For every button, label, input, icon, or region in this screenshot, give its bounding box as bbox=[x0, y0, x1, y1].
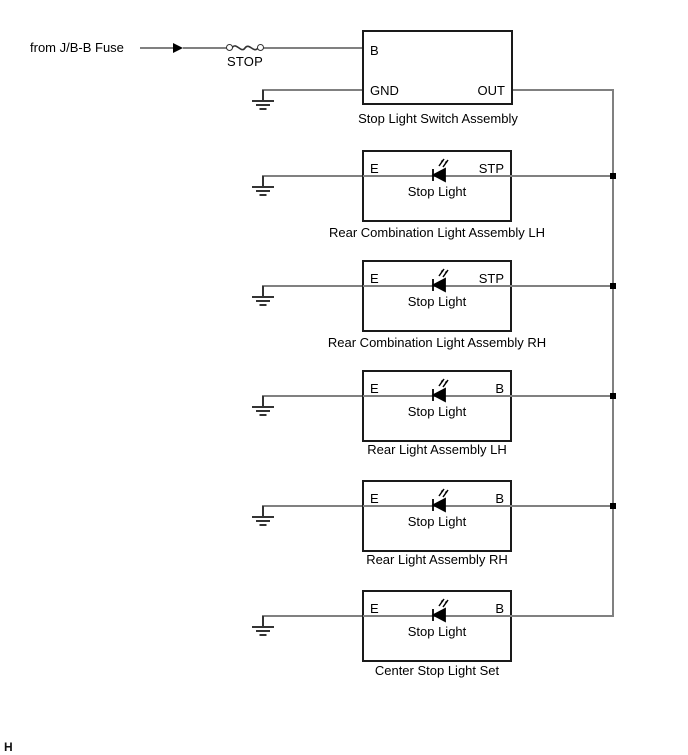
arrow-right-icon bbox=[173, 43, 183, 53]
ground-bar-3 bbox=[259, 304, 267, 306]
ground-bar-2 bbox=[256, 520, 270, 522]
ground-icon-4 bbox=[252, 506, 274, 528]
wire-switch-gnd bbox=[262, 89, 363, 91]
ground-icon-5 bbox=[252, 616, 274, 638]
terminal-b: B bbox=[370, 43, 379, 58]
wire-e-ground-3 bbox=[262, 395, 363, 397]
ground-icon-1 bbox=[252, 176, 274, 198]
wire-b-to-bus-5 bbox=[512, 615, 614, 617]
terminal-gnd: GND bbox=[370, 83, 399, 98]
block-rear-light-assembly-rh[interactable]: E B bbox=[362, 480, 512, 552]
ground-bar-1 bbox=[252, 296, 274, 298]
wire-arrow-to-fuse bbox=[183, 47, 228, 49]
block-center-stop-light-set[interactable]: E B bbox=[362, 590, 512, 662]
ground-bar-3 bbox=[259, 524, 267, 526]
part-name-1: Stop Light bbox=[407, 184, 467, 199]
led-diode-icon-2 bbox=[424, 265, 454, 300]
ground-bar-2 bbox=[256, 630, 270, 632]
part-name-5: Stop Light bbox=[407, 624, 467, 639]
caption-rear-light-assembly-rh: Rear Light Assembly RH bbox=[366, 552, 508, 567]
terminal-e: E bbox=[370, 271, 379, 286]
ground-bar-2 bbox=[256, 190, 270, 192]
terminal-stp: STP bbox=[478, 271, 504, 286]
ground-icon-switch bbox=[252, 90, 274, 112]
junction-dot-icon-4 bbox=[610, 503, 616, 509]
caption-rear-combination-light-assembly-lh: Rear Combination Light Assembly LH bbox=[328, 225, 546, 240]
wire-stp-to-bus-1 bbox=[512, 175, 614, 177]
ground-icon-3 bbox=[252, 396, 274, 418]
block-rear-combination-light-assembly-rh[interactable]: E STP bbox=[362, 260, 512, 332]
terminal-b: B bbox=[495, 601, 504, 616]
page-corner-mark: H bbox=[4, 740, 13, 754]
terminal-e: E bbox=[370, 381, 379, 396]
terminal-b: B bbox=[495, 491, 504, 506]
wire-fuse-to-switch-b bbox=[262, 47, 363, 49]
ground-bar-1 bbox=[252, 406, 274, 408]
caption-stop-light-switch-assembly: Stop Light Switch Assembly bbox=[358, 111, 518, 126]
junction-dot-icon-3 bbox=[610, 393, 616, 399]
part-name-3: Stop Light bbox=[407, 404, 467, 419]
terminal-e: E bbox=[370, 491, 379, 506]
block-rear-combination-light-assembly-lh[interactable]: E STP bbox=[362, 150, 512, 222]
part-name-2: Stop Light bbox=[407, 294, 467, 309]
ground-stem bbox=[262, 506, 264, 516]
bus-vertical-main bbox=[612, 89, 614, 617]
terminal-b: B bbox=[495, 381, 504, 396]
ground-bar-2 bbox=[256, 410, 270, 412]
caption-rear-combination-light-assembly-rh: Rear Combination Light Assembly RH bbox=[327, 335, 547, 350]
wire-b-to-bus-4 bbox=[512, 505, 614, 507]
terminal-e: E bbox=[370, 161, 379, 176]
ground-bar-1 bbox=[252, 626, 274, 628]
junction-dot-icon-2 bbox=[610, 283, 616, 289]
wire-e-ground-2 bbox=[262, 285, 363, 287]
ground-bar-3 bbox=[259, 108, 267, 110]
fuse-ring-right bbox=[257, 44, 264, 51]
ground-stem bbox=[262, 176, 264, 186]
ground-stem bbox=[262, 286, 264, 296]
ground-bar-3 bbox=[259, 634, 267, 636]
ground-stem bbox=[262, 396, 264, 406]
fuse-label: STOP bbox=[227, 54, 263, 69]
ground-bar-3 bbox=[259, 414, 267, 416]
source-label: from J/B-B Fuse bbox=[30, 40, 124, 55]
block-rear-light-assembly-lh[interactable]: E B bbox=[362, 370, 512, 442]
caption-rear-light-assembly-lh: Rear Light Assembly LH bbox=[367, 442, 507, 457]
led-diode-icon-5 bbox=[424, 595, 454, 630]
ground-bar-2 bbox=[256, 104, 270, 106]
wire-e-ground-5 bbox=[262, 615, 363, 617]
wire-e-ground-1 bbox=[262, 175, 363, 177]
ground-stem bbox=[262, 616, 264, 626]
ground-bar-2 bbox=[256, 300, 270, 302]
ground-icon-2 bbox=[252, 286, 274, 308]
part-name-4: Stop Light bbox=[407, 514, 467, 529]
wire-b-to-bus-3 bbox=[512, 395, 614, 397]
terminal-out: OUT bbox=[477, 83, 505, 98]
terminal-stp: STP bbox=[478, 161, 504, 176]
led-diode-icon-3 bbox=[424, 375, 454, 410]
ground-bar-1 bbox=[252, 516, 274, 518]
terminal-e: E bbox=[370, 601, 379, 616]
wire-e-ground-4 bbox=[262, 505, 363, 507]
ground-stem bbox=[262, 90, 264, 100]
wire-source-to-arrow bbox=[140, 47, 180, 49]
fuse-symbol-icon bbox=[226, 42, 264, 54]
wire-switch-out-to-bus bbox=[513, 89, 614, 91]
wire-stp-to-bus-2 bbox=[512, 285, 614, 287]
ground-bar-1 bbox=[252, 186, 274, 188]
junction-dot-icon-1 bbox=[610, 173, 616, 179]
fuse-wave-icon bbox=[232, 45, 258, 51]
ground-bar-3 bbox=[259, 194, 267, 196]
led-diode-icon-4 bbox=[424, 485, 454, 520]
block-stop-light-switch-assembly[interactable]: B GND OUT bbox=[362, 30, 513, 105]
led-diode-icon-1 bbox=[424, 155, 454, 190]
caption-center-stop-light-set: Center Stop Light Set bbox=[374, 663, 500, 678]
ground-bar-1 bbox=[252, 100, 274, 102]
